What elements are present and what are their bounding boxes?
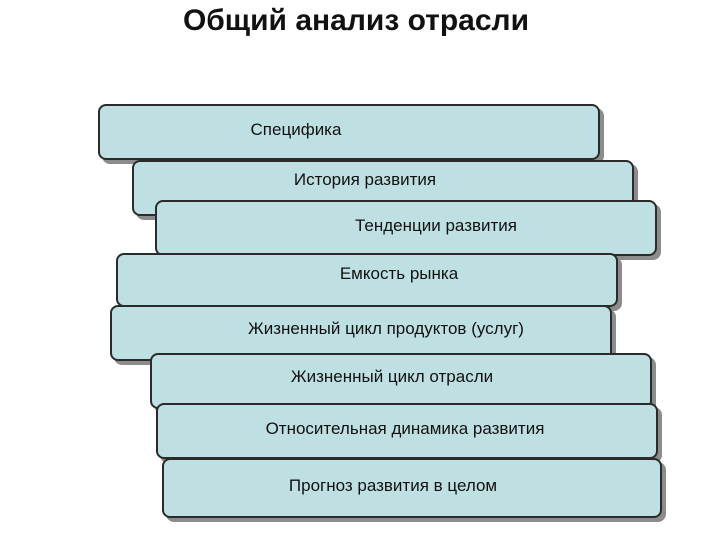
step-label: Жизненный цикл продуктов (услуг) (248, 319, 524, 338)
step-label: История развития (293, 170, 437, 189)
step-label: Жизненный цикл отрасли (290, 367, 494, 386)
title-text: Общий анализ отрасли (182, 4, 530, 37)
step-label: Относительная динамика развития (265, 419, 545, 438)
step-box-3: Тенденции развития (155, 200, 657, 256)
step-label: Специфика (250, 120, 342, 139)
step-label: Тенденции развития (354, 216, 517, 235)
step-box-8: Прогноз развития в целом (162, 458, 662, 518)
step-box-1: Специфика (98, 104, 600, 160)
step-label: Прогноз развития в целом (288, 476, 498, 495)
step-box-6: Жизненный цикл отрасли (150, 353, 652, 409)
step-box-7: Относительная динамика развития (156, 403, 658, 459)
page-title: Общий анализ отрасли (0, 4, 720, 38)
step-box-4: Емкость рынка (116, 253, 618, 307)
step-label: Емкость рынка (339, 264, 459, 283)
